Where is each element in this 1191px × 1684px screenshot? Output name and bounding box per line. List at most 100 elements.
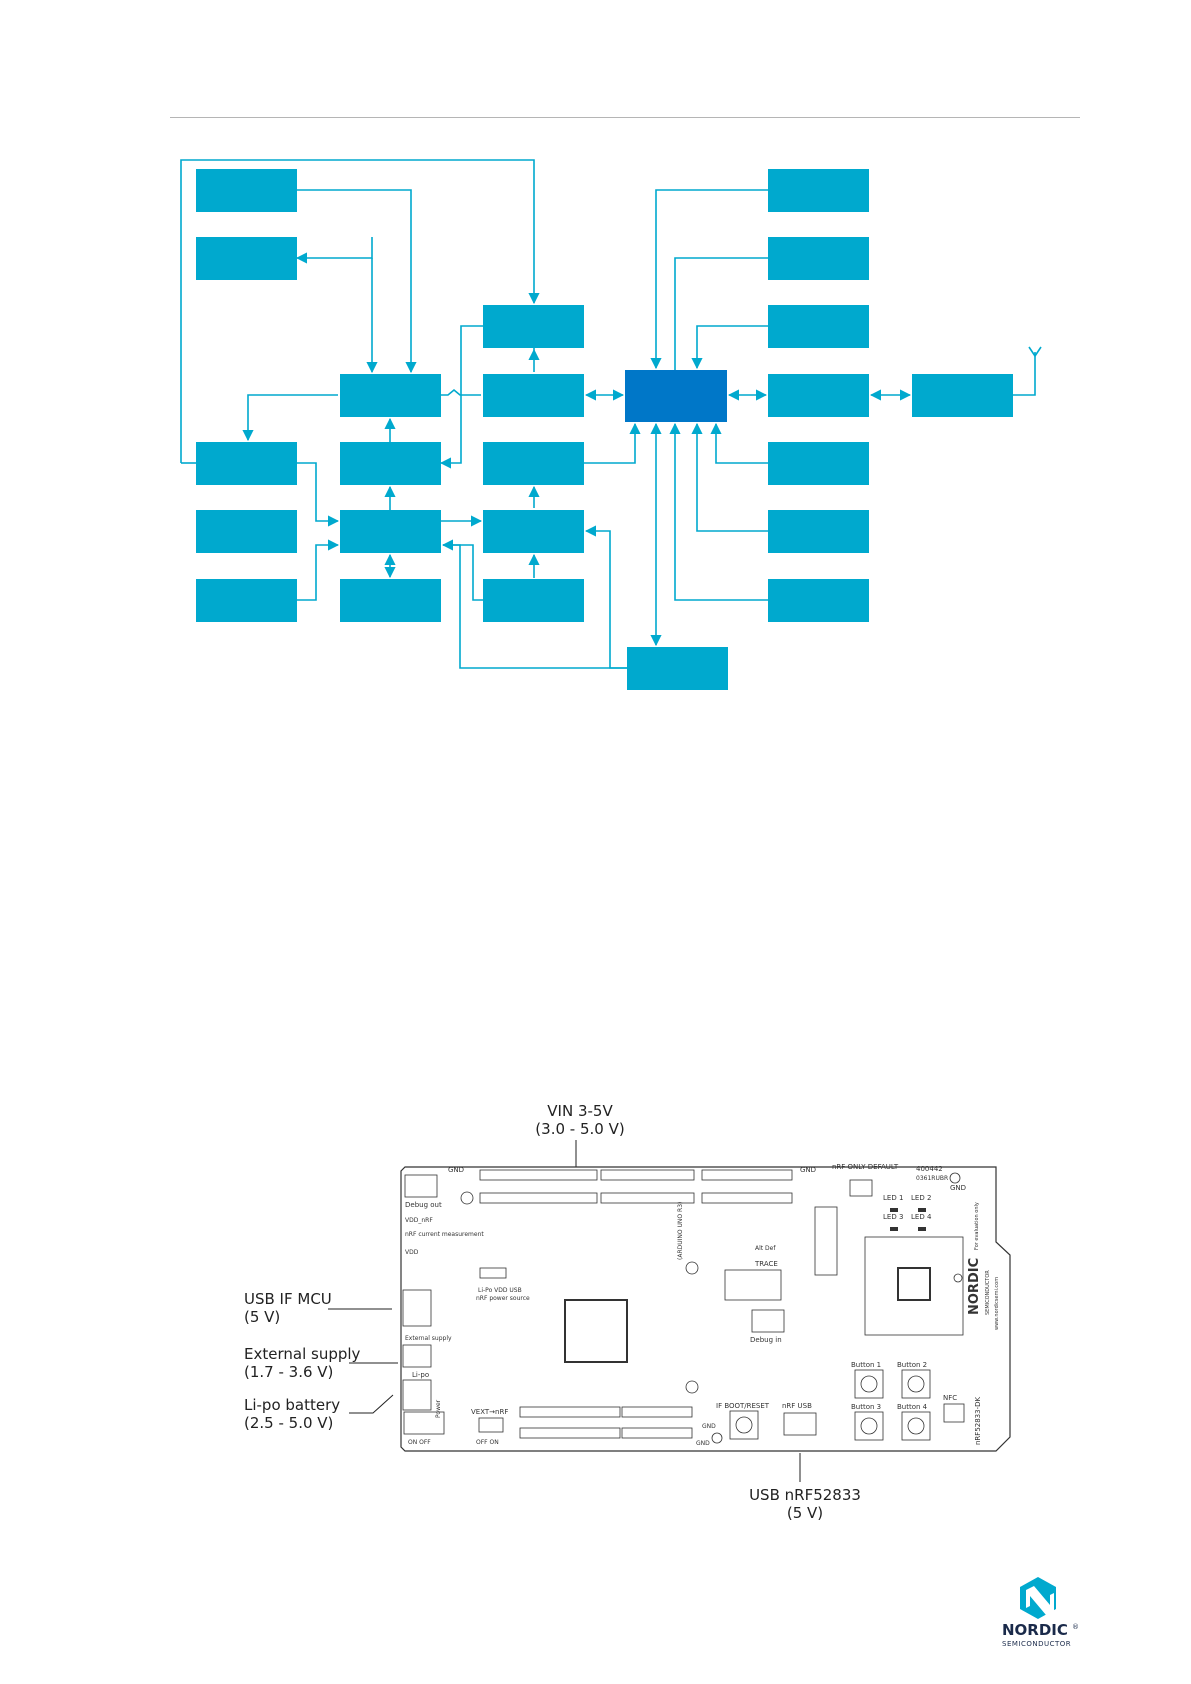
board-for-eval: For evaluation only [974,1202,980,1250]
board-led1: LED 1 [883,1194,903,1202]
callout-lipo-battery-line2: (2.5 - 5.0 V) [244,1414,334,1432]
board-brand-sub: SEMICONDUCTOR [985,1270,991,1315]
board-led4: LED 4 [911,1213,932,1221]
board-gnd-bottom: GND [702,1423,716,1430]
board-trace: TRACE [754,1260,778,1268]
callout-lipo-battery: Li-po battery (2.5 - 5.0 V) [244,1396,340,1432]
nrf-chip [897,1267,931,1301]
nordic-logo: NORDIC ® SEMICONDUCTOR [1002,1577,1079,1648]
nrf-usb-connector [783,1412,817,1436]
debug-in-connector [751,1309,785,1333]
header-top-a [479,1169,598,1181]
lipo-vdd-usb-switch [479,1267,507,1279]
nrf-only-switch [849,1179,873,1197]
board-part-number: 400442 [916,1165,943,1173]
header-top-b [600,1169,695,1181]
diagram-connectors [180,159,1042,669]
board-led2: LED 2 [911,1194,931,1202]
callout-external-supply: External supply (1.7 - 3.6 V) [244,1345,360,1381]
button1-body [854,1369,884,1399]
block-col2-4 [340,579,441,622]
power-switch [403,1411,445,1435]
board-if-boot-reset: IF BOOT/RESET [716,1402,770,1410]
board-revision: 0361RUBR [916,1175,948,1182]
button2-body [901,1369,931,1399]
board-debug-out: Debug out [405,1201,442,1209]
header-row-a [479,1192,598,1204]
callout-external-supply-line2: (1.7 - 3.6 V) [244,1363,334,1381]
block-far-right [912,374,1013,417]
board-on-off: ON OFF [408,1439,431,1446]
board-button3: Button 3 [851,1403,881,1411]
header-bottom2-a [519,1427,621,1439]
block-col3-5 [483,579,584,622]
diagram-blocks [196,169,1013,690]
block-col3-2 [483,374,584,417]
board-vdd-nrf: VDD_nRF [405,1217,433,1224]
if-boot-button [729,1410,759,1440]
block-right-3 [768,305,869,348]
block-right-6 [768,510,869,553]
board-power: Power [435,1399,442,1418]
block-col3-3 [483,442,584,485]
board-vext-nrf: VEXT→nRF [471,1408,508,1416]
block-col2-3 [340,510,441,553]
block-col2-2 [340,442,441,485]
board-led3: LED 3 [883,1213,903,1221]
header-rule [170,117,1080,118]
board-name: nRF52833-DK [974,1396,982,1445]
callout-vin-line2: (3.0 - 5.0 V) [535,1120,625,1138]
block-right-1 [768,169,869,212]
board-gnd-bottom2: GND [696,1440,710,1447]
board-arduino: (ARDUINO UNO R3) [677,1202,684,1260]
ext-supply-connector [402,1344,432,1368]
board-outline [400,1166,1011,1452]
header-row-c [701,1192,793,1204]
board-gnd-top-right: GND [800,1166,816,1174]
board-brand: NORDIC [967,1258,982,1315]
callout-usb-nrf-line1: USB nRF52833 [749,1486,861,1504]
board-website: www.nordicsemi.com [994,1277,1000,1330]
nordic-logo-trademark: ® [1072,1623,1079,1631]
callout-usb-nrf: USB nRF52833 (5 V) [740,1486,870,1522]
board-lipo: Li-po [412,1371,429,1379]
trace-connector [724,1269,782,1301]
board-vdd: VDD [405,1249,419,1256]
board-lipo-vdd-usb: Li-Po VDD USB [478,1287,522,1294]
board-button1: Button 1 [851,1361,881,1369]
header-bottom2-b [621,1427,693,1439]
header-top-c [701,1169,793,1181]
board-button2: Button 2 [897,1361,927,1369]
led-markers [890,1208,926,1231]
board-external-supply: External supply [405,1335,452,1342]
button4-body [901,1411,931,1441]
header-bottom-a [519,1406,621,1418]
board-nrf-usb: nRF USB [782,1402,812,1410]
block-bottom [627,647,728,690]
block-left-1 [196,169,297,212]
board-nrf-current: nRF current measurement [405,1231,484,1238]
nordic-logo-mark [1020,1577,1056,1619]
nfc-connector [943,1403,965,1423]
callout-vin: VIN 3-5V (3.0 - 5.0 V) [520,1102,640,1138]
callout-lipo-battery-line1: Li-po battery [244,1396,341,1414]
nrf-chip-outline [864,1236,964,1336]
header-bottom-b [621,1406,693,1418]
mcu-chip [564,1299,628,1363]
board-nrf-power-source: nRF power source [476,1295,530,1302]
lipo-connector [402,1379,432,1411]
nordic-logo-sub: SEMICONDUCTOR [1002,1640,1071,1648]
block-diagram [180,159,1042,690]
block-center [625,370,727,422]
callout-usb-if-mcu-line2: (5 V) [244,1308,281,1326]
block-left-3 [196,442,297,485]
block-left-2 [196,237,297,280]
block-left-4 [196,510,297,553]
board-gnd-top: GND [448,1166,464,1174]
callout-usb-nrf-line2: (5 V) [786,1504,824,1522]
block-col3-4 [483,510,584,553]
vext-switch [478,1417,504,1433]
usb-if-connector [402,1289,432,1327]
board-nrf-only: nRF ONLY DEFAULT [832,1163,899,1171]
